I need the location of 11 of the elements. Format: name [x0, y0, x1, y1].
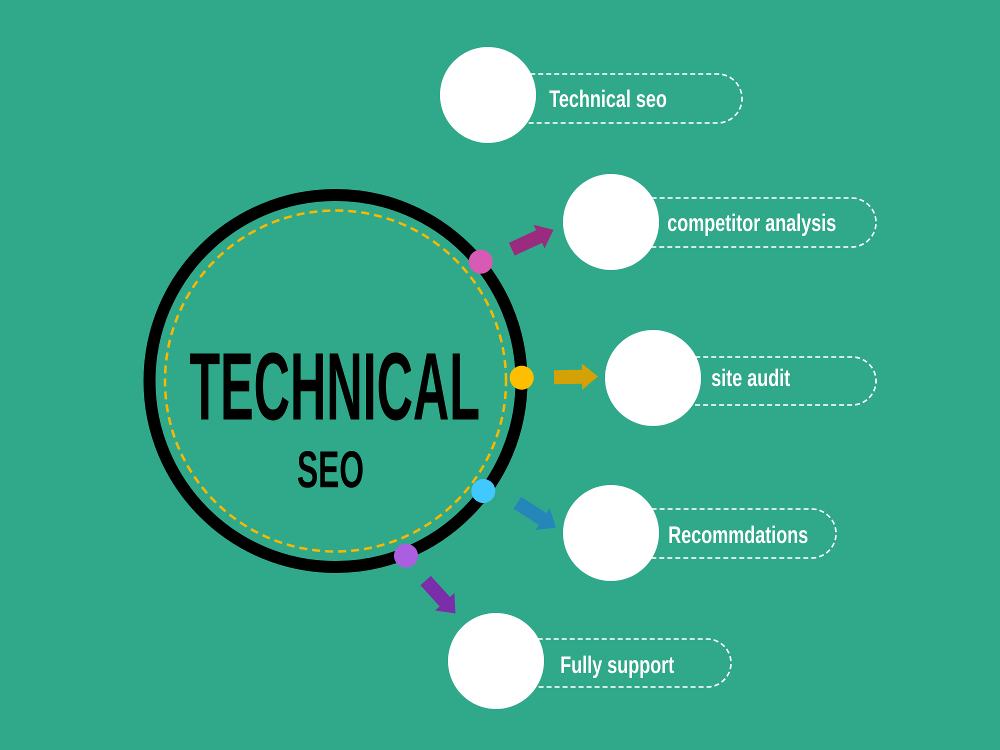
circle-tag: Technical seo [440, 47, 743, 143]
circle-tag: Recommdations [563, 485, 837, 581]
node-label: site audit [712, 368, 790, 386]
node-label: competitor analysis [668, 214, 836, 236]
node-label: Technical seo [549, 90, 666, 108]
node-label: Fully support [561, 656, 674, 678]
arrow [394, 544, 456, 614]
circle-tag: site audit [605, 330, 877, 426]
node-label: Recommdations [669, 526, 808, 544]
circle-tag: Fully support [448, 613, 732, 709]
circle-tag: competitor analysis [563, 174, 877, 270]
